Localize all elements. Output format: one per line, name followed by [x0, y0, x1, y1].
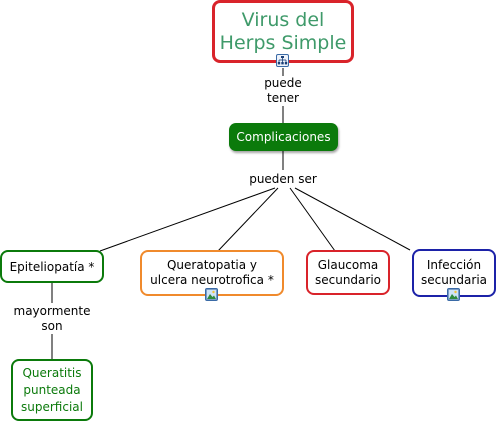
link-mayormente-son-line-2: son	[41, 319, 63, 333]
queratitis-line-1: Queratitis	[22, 365, 82, 380]
link-puede-tener: puede tener	[261, 76, 305, 106]
infeccion-line-2: secundaria	[420, 273, 488, 287]
link-mayormente-son-line-1: mayormente	[13, 304, 91, 318]
connector-link-to-infeccion	[294, 187, 411, 251]
node-virus-herpes-simple[interactable]: Virus del Herps Simple	[212, 0, 354, 63]
glaucoma-line-2: secundario	[314, 272, 382, 287]
image-icon[interactable]	[447, 288, 460, 301]
connector-link-to-epiteliopatia	[99, 187, 276, 252]
link-pueden-ser: pueden ser	[246, 172, 320, 187]
epiteliopatia-label: Epiteliopatía *	[9, 259, 95, 274]
title-line-1: Virus del	[241, 8, 325, 31]
link-puede-tener-line-2: tener	[266, 91, 299, 105]
node-glaucoma[interactable]: Glaucoma secundario	[306, 250, 390, 295]
queratopatia-line-2: ulcera neurotrofica *	[150, 273, 274, 287]
queratopatia-line-1: Queratopatia y	[166, 258, 258, 272]
node-complicaciones[interactable]: Complicaciones	[229, 123, 338, 151]
concept-map-icon[interactable]	[276, 54, 289, 67]
title-line-2: Herps Simple	[219, 31, 347, 54]
node-queratitis[interactable]: Queratitis punteada superficial	[11, 359, 93, 421]
glaucoma-line-1: Glaucoma	[317, 257, 379, 272]
node-epiteliopatia[interactable]: Epiteliopatía *	[0, 250, 104, 283]
complicaciones-label: Complicaciones	[236, 130, 331, 144]
connector-link-to-queratopatia	[217, 187, 279, 252]
link-mayormente-son: mayormente son	[10, 304, 94, 334]
infeccion-line-1: Infección	[426, 258, 482, 272]
connector-link-to-glaucoma	[289, 187, 336, 252]
link-pueden-ser-label: pueden ser	[249, 172, 317, 186]
queratitis-line-2: punteada	[23, 382, 81, 397]
image-icon[interactable]	[205, 288, 218, 301]
queratitis-line-3: superficial	[21, 399, 83, 414]
link-puede-tener-line-1: puede	[264, 76, 302, 90]
